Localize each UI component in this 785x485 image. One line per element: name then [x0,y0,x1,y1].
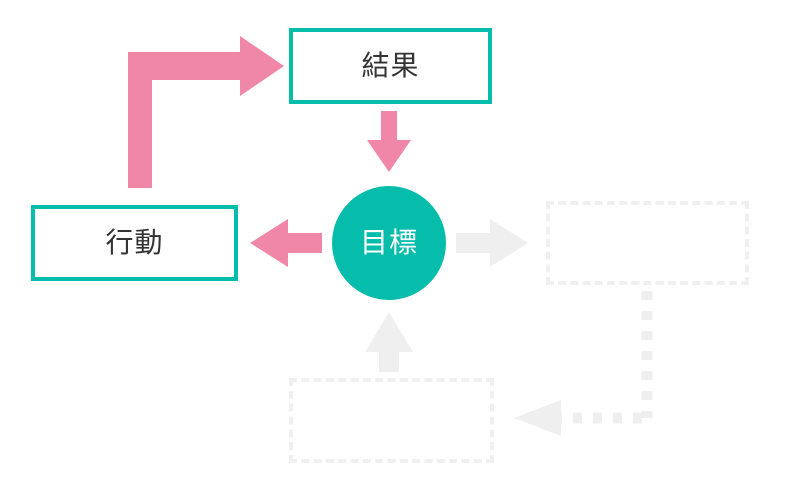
node-placeholder-bottom[interactable] [289,378,494,463]
arrow-placeholder-bottom-to-goal [365,312,413,372]
arrow-goal-to-action [250,219,322,267]
node-action-label: 行動 [105,226,164,259]
arrow-action-to-result [128,36,284,188]
node-goal-label: 目標 [359,226,418,259]
arrow-result-to-goal [367,111,411,172]
node-action[interactable]: 行動 [31,205,238,281]
node-result[interactable]: 結果 [289,28,492,104]
arrow-goal-to-placeholder-right [456,219,528,267]
node-placeholder-right[interactable] [546,201,749,285]
node-goal[interactable]: 目標 [332,186,446,300]
node-result-label: 結果 [361,49,420,82]
arrow-placeholder-right-to-placeholder-bottom [561,291,653,424]
arrow-head-to-placeholder-bottom [514,400,561,436]
